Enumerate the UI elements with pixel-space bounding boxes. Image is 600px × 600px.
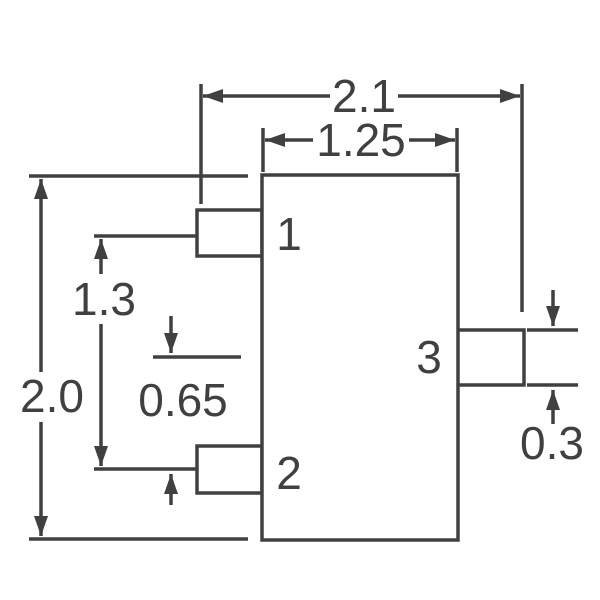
package-body — [260, 173, 460, 542]
dim-lead-pitch-label: 1.3 — [72, 273, 136, 325]
dim-lead-offset-label: 0.65 — [138, 374, 228, 426]
pin3-lead — [455, 328, 526, 387]
dim-body-width-label: 1.25 — [316, 114, 406, 166]
pin1-number-label: 1 — [276, 208, 302, 260]
pin2-lead — [195, 444, 264, 495]
dim-lead3-thickness-label: 0.3 — [520, 417, 584, 469]
pin3-number-label: 3 — [416, 331, 442, 383]
pin2-number-label: 2 — [276, 447, 302, 499]
dim-overall-height-label: 2.0 — [20, 370, 84, 422]
pin1-lead — [195, 208, 264, 258]
dim-overall-width-label: 2.1 — [332, 70, 396, 122]
